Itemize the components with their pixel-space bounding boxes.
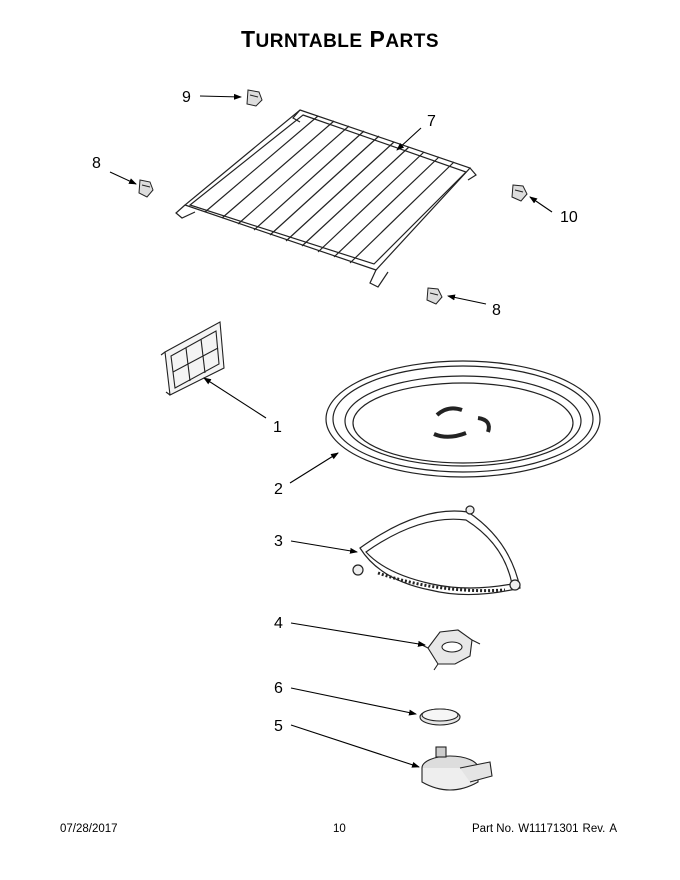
- callout-7: 7: [427, 113, 436, 130]
- drive-disc-part: [419, 708, 461, 726]
- waveguide-cover-part: [160, 321, 225, 396]
- rack-clip-lower-part: [426, 287, 443, 305]
- revision-label: Rev.: [582, 823, 606, 835]
- part-number-label: Part No.: [472, 823, 515, 835]
- leader-lines: [109, 93, 553, 768]
- turntable-coupler-part: [419, 629, 481, 671]
- callout-8-left: 8: [92, 155, 101, 172]
- callout-9: 9: [182, 89, 191, 106]
- glass-turntable-part: [325, 360, 601, 478]
- rack-clip-right-part: [511, 184, 528, 202]
- page-title: TURNTABLE PARTS: [240, 26, 440, 52]
- footer-date: 07/28/2017: [60, 823, 118, 835]
- callout-8-right: 8: [492, 302, 501, 319]
- callout-6: 6: [274, 680, 283, 697]
- turntable-motor-part: [421, 746, 493, 791]
- callout-4: 4: [274, 615, 283, 632]
- callout-1: 1: [273, 419, 282, 436]
- rack-clip-left-part: [138, 179, 154, 198]
- callout-3: 3: [274, 533, 283, 550]
- callout-2: 2: [274, 481, 283, 498]
- wire-rack-part: [175, 109, 477, 288]
- rack-clip-top-part: [246, 89, 263, 107]
- part-number-value: W11171301: [518, 823, 579, 835]
- footer-page-number: 10: [333, 823, 346, 835]
- callout-10: 10: [560, 209, 578, 226]
- callout-5: 5: [274, 718, 283, 735]
- roller-support-part: [352, 505, 521, 596]
- revision-value: A: [609, 823, 617, 835]
